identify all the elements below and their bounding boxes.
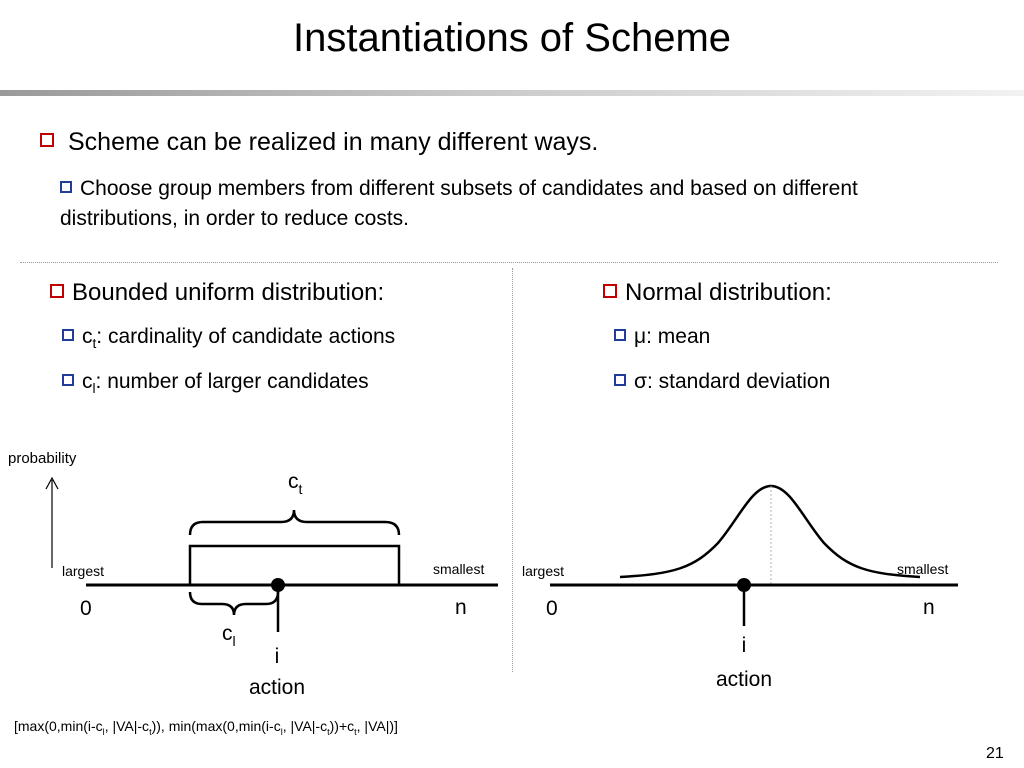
sub-bullet: Choose group members from different subs… [60,174,960,234]
uniform-item-cl: cl: number of larger candidates [62,370,369,396]
ct-description: : cardinality of candidate actions [96,325,396,348]
square-bullet-icon [614,329,626,342]
action-label: action [249,676,305,699]
uniform-box [188,544,401,587]
title-underline [0,90,1024,96]
mu-description: : mean [646,325,711,348]
main-bullet: Scheme can be realized in many different… [40,128,598,157]
normal-diagram: largest smallest 0 n i action [522,484,958,691]
slide-title: Instantiations of Scheme [292,16,732,60]
action-label: action [716,668,772,691]
interval-formula: [max(0,min(i-cl, |VA|-ct)), min(max(0,mi… [14,718,398,737]
normal-item-sigma: σ: standard deviation [614,370,830,394]
sigma-symbol: σ [634,370,647,393]
largest-label: largest [62,563,104,579]
square-bullet-icon [603,283,617,298]
sigma-description: : standard deviation [646,370,831,393]
cl-brace [188,591,280,616]
n-label: n [455,596,467,619]
main-bullet-text: Scheme can be realized in many different… [68,128,599,156]
smallest-label: smallest [897,561,948,577]
cl-symbol: c [82,370,93,393]
normal-item-mu: μ: mean [614,325,710,349]
horizontal-divider [20,262,998,263]
page-number: 21 [986,745,1004,762]
ct-brace [188,509,401,536]
zero-label: 0 [80,597,92,620]
normal-heading-text: Normal distribution: [625,279,832,306]
ct-brace-label: ct [288,470,303,497]
i-label: i [275,645,280,668]
cl-subscript: l [92,381,96,397]
ct-subscript: t [92,336,97,352]
probability-label: probability [8,450,77,467]
cl-brace-label: cl [222,622,236,649]
uniform-heading: Bounded uniform distribution: [50,279,384,307]
square-bullet-icon [62,374,74,387]
square-bullet-icon [60,181,72,194]
i-label: i [742,634,747,657]
ct-symbol: c [82,325,93,348]
n-label: n [923,596,935,619]
square-bullet-icon [40,133,54,148]
uniform-heading-text: Bounded uniform distribution: [72,279,385,306]
smallest-label: smallest [433,561,484,577]
largest-label: largest [522,563,564,579]
vertical-divider [512,268,513,672]
square-bullet-icon [62,329,74,342]
square-bullet-icon [50,283,64,298]
normal-curve [619,484,921,579]
normal-heading: Normal distribution: [603,279,832,307]
cl-description: : number of larger candidates [95,370,369,393]
mu-symbol: μ [634,325,647,348]
square-bullet-icon [614,374,626,387]
arrow-up-icon [45,476,59,490]
uniform-item-ct: ct: cardinality of candidate actions [62,325,395,351]
sub-bullet-text: Choose group members from different subs… [60,177,858,230]
uniform-diagram: probability largest smallest ct cl 0 n i… [8,450,498,699]
zero-label: 0 [546,597,558,620]
